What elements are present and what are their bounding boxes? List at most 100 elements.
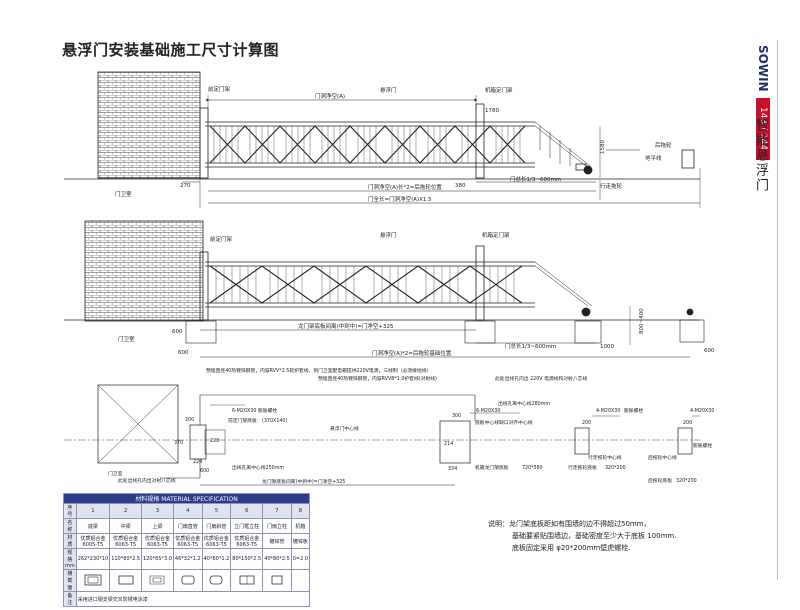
dim-600-c: 600 bbox=[704, 348, 715, 354]
label-body-len: 门总长1/3~600mm bbox=[510, 175, 561, 183]
cell-number: 6 bbox=[230, 503, 264, 519]
label-gatehouse-mid: 门卫室 bbox=[118, 335, 135, 343]
page-title: 悬浮门安装基础施工尺寸计算图 bbox=[62, 41, 280, 59]
label-travel-wheel: 行走拖轮 bbox=[600, 182, 623, 190]
cell-name: 门扇直管 bbox=[172, 518, 203, 534]
dim-370: 370 bbox=[174, 440, 183, 446]
motor-plate-plan bbox=[439, 420, 471, 464]
label-frame-len: 龙门架底板间离(中到中)=门净空+325 bbox=[298, 322, 394, 330]
front-plate-size: (370X140) bbox=[262, 418, 287, 424]
front-plate-label: 前定门架底板 bbox=[228, 417, 257, 424]
label-motor-post-mid: 机箱定门架 bbox=[482, 231, 510, 239]
middle-labels: 前定门架 悬浮门 机箱定门架 门卫室 600 600 600 1000 800~… bbox=[118, 231, 715, 357]
cell-material: 优质铝合金6005-T5 bbox=[75, 533, 111, 549]
cell-number: 8 bbox=[290, 503, 311, 519]
label-gate-mid: 悬浮门 bbox=[380, 231, 397, 239]
label-rear-wheel-pos: 门洞净空(A)长*2=后拖轮位置 bbox=[368, 183, 442, 191]
dim-334: 334 bbox=[448, 466, 457, 472]
section-icon bbox=[262, 569, 292, 592]
page-number: 143 / 144 bbox=[756, 98, 770, 160]
top-labels: 前定门架 门洞净空(A) 悬浮门 机箱定门架 1780 1580 地平线 后拖轮… bbox=[115, 85, 672, 203]
cell-number: 1 bbox=[75, 503, 111, 519]
row-label-spec: 规格mm bbox=[63, 548, 77, 570]
cell-spec: 110*80*2.5 bbox=[109, 548, 143, 570]
dim-600-plan: 600 bbox=[200, 468, 209, 474]
cell-spec: 40*60*1.2 bbox=[201, 548, 232, 570]
label-ground: 地平线 bbox=[645, 154, 662, 162]
cell-number: 3 bbox=[141, 503, 174, 519]
cell-name: 上梁 bbox=[141, 518, 174, 534]
bolt-spec-2: 6-M20X30 bbox=[476, 408, 500, 414]
note-conduit-signal: 预埋直径40热镀锌钢管，内穿RVV8*1.0护套线(对射线) bbox=[318, 375, 437, 382]
cell-spec: 262*230*10 bbox=[75, 548, 111, 570]
label-gatehouse-plan: 门卫室 bbox=[108, 470, 123, 477]
dim-1780: 1780 bbox=[485, 108, 499, 114]
wheel-plate-size: 320*200 bbox=[605, 465, 626, 471]
cell-number: 5 bbox=[201, 503, 232, 519]
gate-centerline: 悬浮门中心线 bbox=[330, 425, 359, 432]
row-label-material: 材质 bbox=[63, 533, 77, 549]
rear-plate-plan bbox=[677, 427, 693, 455]
dim-600-b: 600 bbox=[178, 350, 189, 356]
section-icon bbox=[172, 569, 203, 592]
row-label-remark: 备注 bbox=[63, 591, 77, 607]
section-icon bbox=[230, 569, 264, 592]
gatehouse-wall bbox=[97, 71, 201, 179]
conduit-distance: 出线孔离中心线250mm bbox=[232, 464, 284, 471]
section-icon bbox=[290, 569, 311, 592]
expansion-bolt-1: 膨胀螺栓 bbox=[258, 407, 277, 414]
label-body-len-mid: 门总长1/3~600mm bbox=[505, 342, 556, 350]
dim-600-a: 600 bbox=[172, 329, 183, 335]
product-name: 智能悬浮门 bbox=[753, 118, 768, 193]
cell-remark: 采用进口钢支梁交叉防锈电泳漆 bbox=[75, 591, 311, 607]
cell-spec: 40*80*2.5 bbox=[262, 548, 292, 570]
spec-table-title: 材料规格 MATERIAL SPECIFICATION bbox=[62, 493, 311, 504]
front-plate-plan bbox=[189, 424, 207, 460]
dim-214: 214 bbox=[444, 441, 453, 447]
label-rear-wheel: 后拖轮 bbox=[655, 141, 672, 149]
cell-material: 优质铝合金6063-T5 bbox=[172, 533, 203, 549]
wheel-plate-label: 行走拖轮底板 bbox=[568, 464, 597, 471]
wheel-centerline: 行走拖轮中心线 bbox=[588, 454, 622, 461]
cell-name: 中梁 bbox=[109, 518, 143, 534]
gatehouse-plan bbox=[97, 384, 179, 464]
label-motor-post: 机箱定门架 bbox=[485, 86, 513, 94]
rear-plate-label: 后拖轮底板 bbox=[648, 477, 672, 484]
gatehouse-wall-mid bbox=[84, 220, 204, 322]
frame-span-label: 龙门架底板间离(中到中)=门净空+325 bbox=[262, 478, 345, 485]
bolt-spec-3: 4-M20X30 bbox=[596, 408, 620, 414]
label-front-post: 前定门架 bbox=[208, 85, 231, 93]
plate-centerline: 底板中心线缺口对齐中心线 bbox=[475, 419, 533, 426]
note-line: 基础要紧贴围墙边，基础密度至少大于底板 100mm. bbox=[512, 532, 677, 540]
plan-labels: 预埋直径40热镀锌钢管，内穿RVV*2.5软护套线，到门卫室配电箱提供220V电… bbox=[108, 367, 714, 485]
note-line: 说明：龙门架底板距如有围墙的边不得超过50mm， bbox=[488, 520, 651, 528]
motor-plate-size: 720*380 bbox=[522, 465, 543, 471]
section-icon bbox=[75, 569, 111, 592]
rear-plate-size: 320*200 bbox=[676, 478, 697, 484]
section-icon bbox=[201, 569, 232, 592]
dim-200-c: 200 bbox=[683, 420, 692, 426]
cell-spec: 80*150*2.5 bbox=[230, 548, 264, 570]
brand-logo: SOWIN bbox=[756, 44, 770, 92]
front-post bbox=[199, 107, 209, 179]
section-icon bbox=[141, 569, 174, 592]
dim-200: 200 bbox=[185, 417, 194, 423]
note-conduit-power: 预埋直径40热镀锌钢管，内穿RVV*2.5软护套线，到门卫室配电箱提供220V电… bbox=[206, 367, 431, 374]
label-total-len: 门全长=门洞净空(A)X1.5 bbox=[368, 195, 432, 203]
note-line: 底板固定采用 φ20*200mm壁虎螺栓. bbox=[512, 544, 631, 552]
dim-270: 270 bbox=[180, 183, 191, 189]
cell-name: 立门框立柱 bbox=[230, 518, 264, 534]
expansion-bolt-3: 膨胀螺栓 bbox=[693, 442, 712, 449]
cell-material: 镀锌管 bbox=[262, 533, 292, 549]
dim-height: 800~400 bbox=[639, 308, 645, 334]
rear-wheel-centerline: 后拖轮中心线 bbox=[648, 454, 677, 461]
plan-view bbox=[64, 384, 700, 486]
dim-1580: 1580 bbox=[600, 140, 606, 154]
notes: 说明：龙门架底板距如有围墙的边不得超过50mm， 基础要紧贴围墙边，基础密度至少… bbox=[488, 518, 676, 554]
cell-material: 优质铝合金6063-T5 bbox=[201, 533, 232, 549]
dim-224: 224 bbox=[193, 459, 202, 465]
outlet-note: 此处出线孔内出对射八芯线 bbox=[118, 477, 176, 484]
cell-name: 底梁 bbox=[75, 518, 111, 534]
label-gatehouse-top: 门卫室 bbox=[115, 190, 132, 198]
